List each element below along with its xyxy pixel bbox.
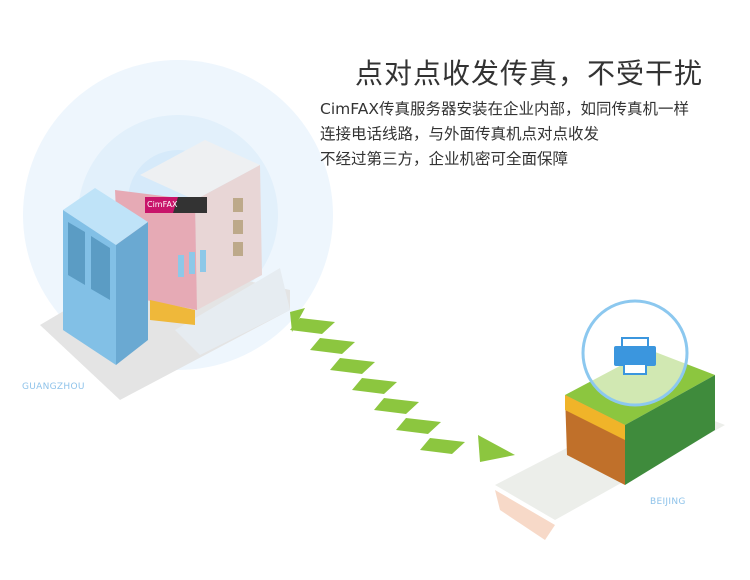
- cimfax-sign: [145, 197, 207, 213]
- headline: 点对点收发传真，不受干扰: [355, 57, 704, 90]
- destination-city-label: BEIJING: [650, 497, 686, 507]
- cimfax-sign-text: CimFAX: [147, 200, 178, 209]
- description-line: 不经过第三方，企业机密可全面保障: [320, 150, 569, 168]
- description-line: 连接电话线路，与外面传真机点对点收发: [320, 125, 600, 143]
- guangzhou-tower: [63, 188, 148, 365]
- fax-machine-icon: [614, 337, 656, 375]
- source-city-label: GUANGZHOU: [22, 382, 85, 392]
- description-line: CimFAX传真服务器安装在企业内部，如同传真机一样: [320, 100, 689, 118]
- transmission-arrow: [290, 308, 515, 462]
- description: CimFAX传真服务器安装在企业内部，如同传真机一样 连接电话线路，与外面传真机…: [320, 97, 689, 172]
